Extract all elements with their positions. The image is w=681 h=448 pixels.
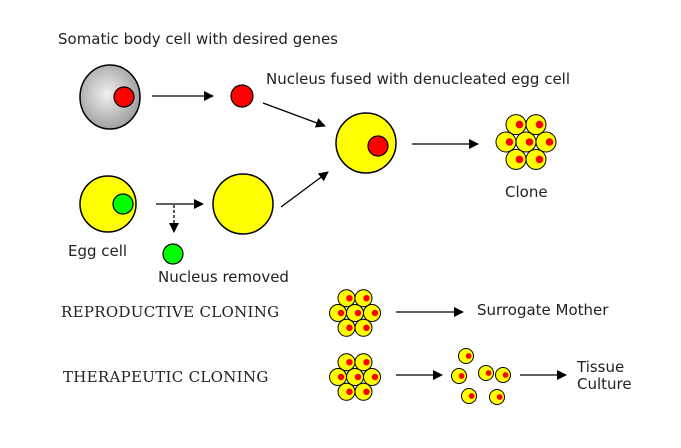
egg-nucleus bbox=[112, 193, 134, 215]
clone-cell-nucleus bbox=[346, 358, 353, 366]
clone-cell-nucleus bbox=[371, 309, 379, 317]
clone-cell-nucleus bbox=[363, 388, 370, 396]
clone-cell-nucleus bbox=[346, 294, 353, 302]
clone-cell-nucleus bbox=[346, 324, 353, 332]
clone-cell-nucleus bbox=[346, 388, 353, 396]
clone-cell-nucleus bbox=[363, 358, 370, 366]
fused-label: Nucleus fused with denucleated egg cell bbox=[266, 70, 571, 88]
culture-label: Culture bbox=[577, 375, 632, 393]
clone-cell-nucleus bbox=[515, 155, 524, 164]
extracted-nucleus bbox=[230, 84, 254, 108]
clone-cell-nucleus bbox=[354, 309, 362, 317]
somatic-label: Somatic body cell with desired genes bbox=[58, 30, 338, 48]
tissue-cell-nucleus bbox=[496, 394, 503, 400]
clone-label: Clone bbox=[505, 183, 548, 201]
egg-cell-label: Egg cell bbox=[68, 242, 128, 260]
tissue-cell-nucleus bbox=[458, 373, 465, 379]
clone-cell-nucleus bbox=[337, 373, 345, 381]
reproductive-cloning-label: REPRODUCTIVE CLONING bbox=[61, 303, 280, 321]
clone-cell-nucleus bbox=[371, 373, 379, 381]
surrogate-mother-label: Surrogate Mother bbox=[477, 301, 609, 319]
therapeutic-cluster bbox=[329, 353, 381, 401]
reproductive-cluster bbox=[329, 289, 381, 337]
arrow-nucleus-to-fused bbox=[262, 102, 326, 128]
fused-nucleus bbox=[367, 135, 389, 157]
somatic-cell bbox=[79, 64, 141, 130]
tissue-label: Tissue bbox=[577, 358, 625, 376]
therapeutic-cloning-label: THERAPEUTIC CLONING bbox=[63, 368, 269, 386]
clone-cell-nucleus bbox=[525, 138, 534, 146]
clone-cell-nucleus bbox=[505, 138, 514, 146]
dispersed-cells bbox=[451, 348, 511, 405]
clone-cluster bbox=[495, 114, 557, 170]
tissue-cell-nucleus bbox=[465, 353, 472, 359]
clone-cell-nucleus bbox=[363, 324, 370, 332]
clone-cell-nucleus bbox=[515, 120, 524, 129]
clone-cell-nucleus bbox=[535, 120, 544, 129]
somatic-nucleus bbox=[113, 86, 135, 108]
nucleus-removed-label: Nucleus removed bbox=[158, 268, 289, 286]
clone-cell-nucleus bbox=[337, 309, 345, 317]
clone-cell-nucleus bbox=[535, 155, 544, 164]
fused-egg-cell bbox=[335, 112, 397, 174]
removed-nucleus bbox=[162, 243, 184, 265]
clone-cell-nucleus bbox=[363, 294, 370, 302]
tissue-cell-nucleus bbox=[502, 372, 509, 378]
tissue-cell-nucleus bbox=[468, 393, 475, 399]
clone-cell-nucleus bbox=[354, 373, 362, 381]
denucleated-egg-cell bbox=[212, 173, 274, 235]
egg-cell bbox=[79, 175, 137, 233]
arrow-egg-to-fused bbox=[280, 171, 329, 208]
clone-cell-nucleus bbox=[545, 138, 554, 146]
tissue-cell-nucleus bbox=[485, 370, 492, 376]
